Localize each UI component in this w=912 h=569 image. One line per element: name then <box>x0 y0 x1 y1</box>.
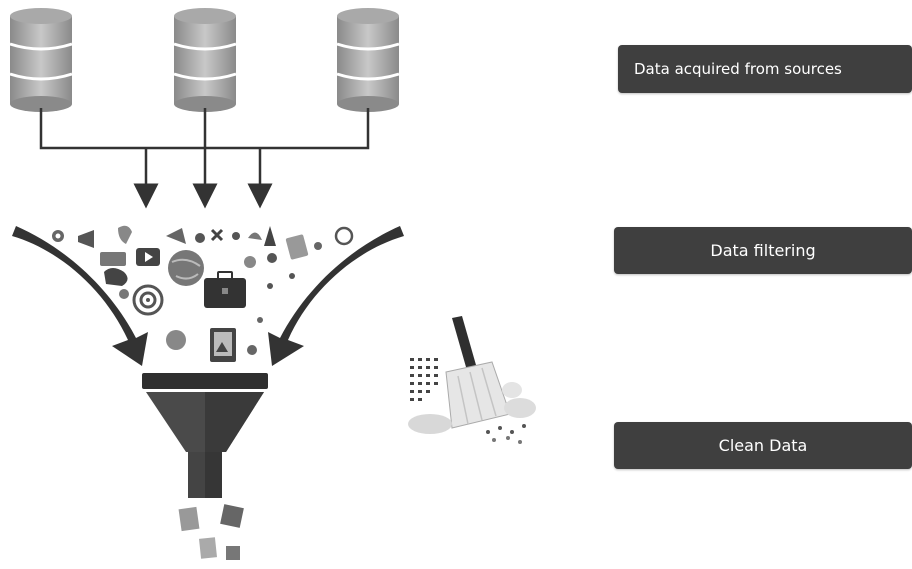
stage-label-clean-data: Clean Data <box>614 422 912 469</box>
stage-label-filtering: Data filtering <box>614 227 912 274</box>
scattered-data-icons <box>52 225 354 362</box>
source-connectors <box>39 108 370 209</box>
right-curved-arrow <box>268 226 404 366</box>
database-icon <box>336 8 400 112</box>
filtered-output-items <box>178 504 244 560</box>
funnel-icon <box>142 373 268 498</box>
stage-label-sources: Data acquired from sources <box>618 45 912 93</box>
broom-icon <box>408 316 536 444</box>
database-icon <box>173 8 237 112</box>
database-icon <box>9 8 73 112</box>
left-curved-arrow <box>12 226 148 366</box>
